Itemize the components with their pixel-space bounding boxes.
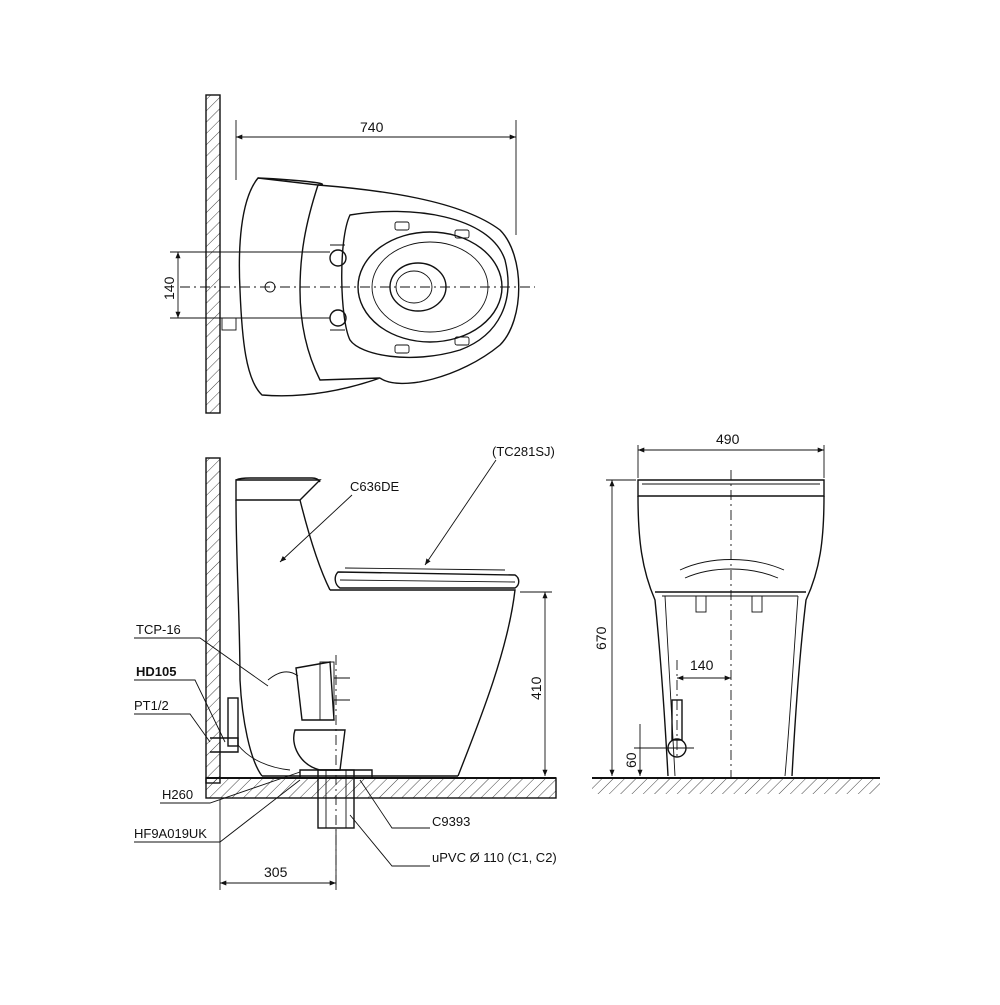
top-length-dim: 740 <box>360 119 384 135</box>
top-seat-outer <box>341 210 509 359</box>
side-height-dim: 410 <box>528 676 544 700</box>
side-offset-dim: 305 <box>264 864 288 880</box>
label-seat: (TC281SJ) <box>492 444 555 459</box>
label-ring: C9393 <box>432 814 470 829</box>
label-pipe: uPVC Ø 110 (C1, C2) <box>432 850 557 865</box>
side-floor <box>205 777 557 799</box>
top-bowl-opening <box>389 262 447 312</box>
label-thread: PT1/2 <box>134 698 169 713</box>
front-width-dim: 490 <box>716 431 740 447</box>
front-height-dim: 670 <box>593 626 609 650</box>
label-hose: HD105 <box>136 664 176 679</box>
side-seat <box>334 571 520 589</box>
label-mount: H260 <box>162 787 193 802</box>
side-bowl-body <box>330 589 516 777</box>
top-wall <box>205 94 221 414</box>
top-tank-outline <box>238 177 381 397</box>
side-valve <box>227 697 239 747</box>
top-spacing-dim: 140 <box>161 276 177 300</box>
label-body: C636DE <box>350 479 399 494</box>
label-valve: TCP-16 <box>136 622 181 637</box>
side-view: 410 305 (TC281SJ) C636DE TCP-16 HD105 PT… <box>134 444 557 890</box>
front-inlet-dim: 60 <box>623 752 639 768</box>
front-body <box>637 495 669 777</box>
top-view: 740 140 <box>161 94 535 414</box>
top-hinge-lower <box>329 309 347 327</box>
top-bowl-outline <box>317 184 520 385</box>
side-tank <box>235 479 322 501</box>
top-hinge-upper <box>329 249 347 267</box>
front-view: 490 670 140 60 <box>592 431 880 794</box>
side-wall <box>205 457 221 784</box>
front-spacing-dim: 140 <box>690 657 714 673</box>
label-flange: HF9A019UK <box>134 826 207 841</box>
